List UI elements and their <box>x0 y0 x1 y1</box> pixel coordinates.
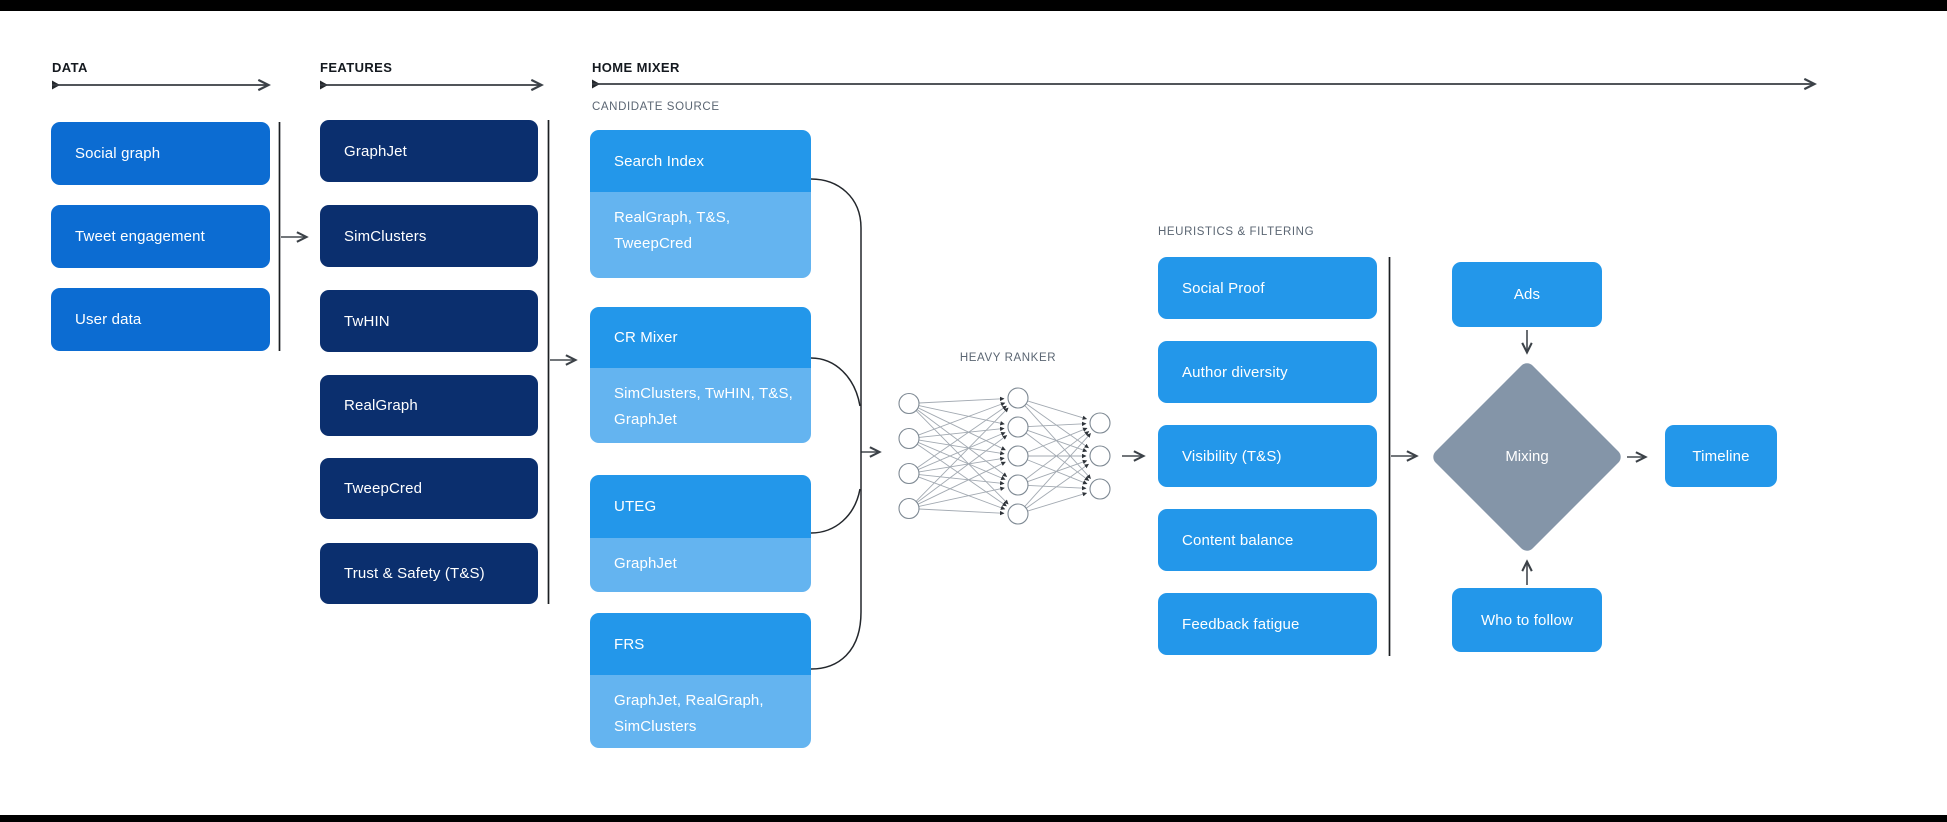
data-section-title: DATA <box>52 60 88 75</box>
features-box-simclusters: SimClusters <box>320 205 538 267</box>
timeline-box: Timeline <box>1665 425 1777 487</box>
heuristics-box-author-diversity: Author diversity <box>1158 341 1377 403</box>
heuristics-box-feedback-fatigue: Feedback fatigue <box>1158 593 1377 655</box>
mixing-diamond <box>1433 363 1621 551</box>
heuristics-box-content-balance: Content balance <box>1158 509 1377 571</box>
ads-box: Ads <box>1452 262 1602 327</box>
source-box-search-index: Search Index <box>590 130 811 192</box>
source-uses-uteg: GraphJet <box>590 538 811 592</box>
source-box-cr-mixer: CR Mixer <box>590 307 811 368</box>
features-section-title: FEATURES <box>320 60 393 75</box>
home-mixer-section-arrow <box>592 80 1814 89</box>
source-uses-frs: GraphJet, RealGraph, SimClusters <box>590 675 811 748</box>
candidate-source-bus <box>810 178 862 670</box>
who-to-follow-box: Who to follow <box>1452 588 1602 652</box>
heavy-ranker-label: HEAVY RANKER <box>959 352 1057 364</box>
heuristics-filtering-label: HEURISTICS & FILTERING <box>1158 226 1315 238</box>
mixing-diamond-label: Mixing <box>1505 448 1549 465</box>
source-box-frs: FRS <box>590 613 811 675</box>
neural-network-diagram <box>898 387 1111 525</box>
data-box-social-graph: Social graph <box>51 122 270 185</box>
data-box-tweet-engagement: Tweet engagement <box>51 205 270 268</box>
features-box-realgraph: RealGraph <box>320 375 538 436</box>
bottom-black-bar <box>0 815 1947 822</box>
heuristics-box-visibility: Visibility (T&S) <box>1158 425 1377 487</box>
source-box-uteg: UTEG <box>590 475 811 538</box>
features-box-trust-safety: Trust & Safety (T&S) <box>320 543 538 604</box>
features-box-tweepcred: TweepCred <box>320 458 538 519</box>
features-box-graphjet: GraphJet <box>320 120 538 182</box>
features-box-twhin: TwHIN <box>320 290 538 352</box>
home-mixer-section-title: HOME MIXER <box>592 60 680 75</box>
candidate-source-label: CANDIDATE SOURCE <box>592 101 720 113</box>
source-uses-search-index: RealGraph, T&S, TweepCred <box>590 192 811 278</box>
top-black-bar <box>0 0 1947 11</box>
data-box-user-data: User data <box>51 288 270 351</box>
data-section-arrow <box>52 81 268 90</box>
heuristics-box-social-proof: Social Proof <box>1158 257 1377 319</box>
features-section-arrow <box>320 81 541 90</box>
source-uses-cr-mixer: SimClusters, TwHIN, T&S, GraphJet <box>590 368 811 443</box>
